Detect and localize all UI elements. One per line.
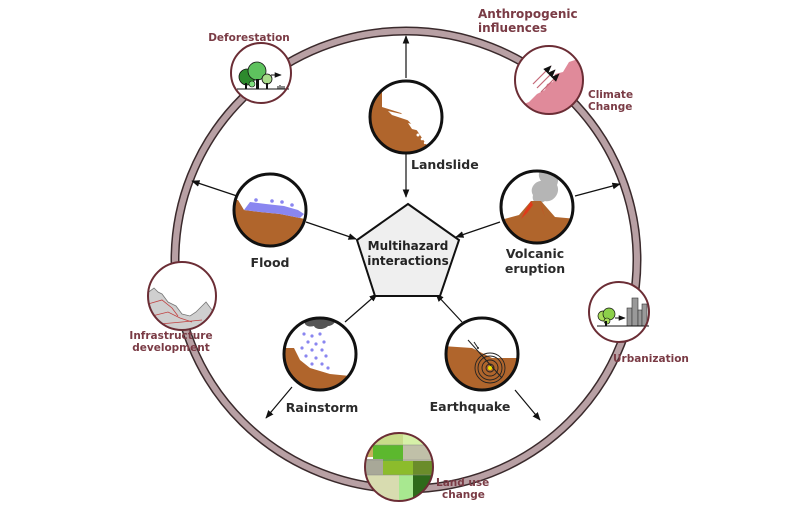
- flood-icon: [232, 172, 308, 248]
- anthropogenic-deforestation[interactable]: Deforestation: [208, 32, 292, 104]
- center-node: Multihazard interactions: [355, 202, 461, 297]
- interaction-arrows: [191, 35, 621, 421]
- hazard-label-flood: Flood: [251, 255, 290, 270]
- hazard-earthquake[interactable]: Earthquake: [430, 314, 522, 414]
- anthropogenic-label-deforestation: Deforestation: [208, 32, 290, 44]
- urbanization-icon: [588, 281, 650, 343]
- anthropogenic-label-infrastructure-line1: Infrastructure: [129, 330, 212, 342]
- hazard-label-volcanic-line1: Volcanic: [506, 246, 564, 261]
- ring-label: Anthropogenic influences: [478, 7, 578, 35]
- anthropogenic-label-land-use-line1: Land use: [436, 477, 489, 489]
- arrow-volcano-ring: [574, 182, 621, 197]
- infrastructure-icon: [147, 261, 217, 331]
- hazard-label-rainstorm: Rainstorm: [286, 400, 358, 415]
- center-label-line2: interactions: [367, 254, 448, 268]
- ring-label-line1: Anthropogenic: [478, 7, 578, 21]
- anthropogenic-label-urbanization: Urbanization: [613, 353, 689, 365]
- arrow-flood-center: [305, 221, 357, 240]
- center-label-line1: Multihazard: [368, 239, 449, 253]
- hazard-flood[interactable]: Flood: [230, 170, 310, 270]
- hazard-label-volcanic-line2: eruption: [505, 261, 565, 276]
- anthropogenic-label-infrastructure-line2: development: [132, 342, 210, 354]
- anthropogenic-infrastructure-development[interactable]: Infrastructure development: [129, 260, 218, 354]
- land-use-icon: [364, 432, 434, 502]
- ring-label-line2: influences: [478, 21, 547, 35]
- climate-change-icon: [514, 45, 584, 115]
- deforestation-icon: [230, 42, 292, 104]
- volcano-icon: [499, 169, 575, 245]
- rainstorm-icon: [282, 316, 358, 392]
- anthropogenic-climate-change[interactable]: Climate Change: [513, 44, 633, 116]
- arrow-rainstorm-center: [344, 293, 378, 323]
- arrow-earthquake-center: [435, 293, 463, 323]
- anthropogenic-land-use-change[interactable]: Land use change: [363, 431, 489, 503]
- anthropogenic-label-climate-line1: Climate: [588, 89, 633, 101]
- hazard-rainstorm[interactable]: Rainstorm: [280, 314, 360, 415]
- arrow-rainstorm-ring: [265, 386, 293, 419]
- anthropogenic-label-climate-line2: Change: [588, 101, 632, 113]
- center-pentagon: [355, 202, 461, 297]
- arrow-earthquake-ring: [514, 389, 541, 421]
- landslide-icon: [368, 79, 444, 155]
- hazard-landslide[interactable]: Landslide: [366, 77, 479, 172]
- arrow-volcano-center: [455, 221, 501, 238]
- arrow-flood-ring: [191, 180, 238, 197]
- earthquake-icon: [444, 316, 520, 392]
- hazard-label-earthquake: Earthquake: [430, 399, 511, 414]
- hazard-volcanic-eruption[interactable]: Volcanic eruption: [497, 167, 577, 276]
- anthropogenic-urbanization[interactable]: Urbanization: [588, 281, 689, 365]
- anthropogenic-label-land-use-line2: change: [442, 489, 485, 501]
- hazard-label-landslide: Landslide: [411, 157, 479, 172]
